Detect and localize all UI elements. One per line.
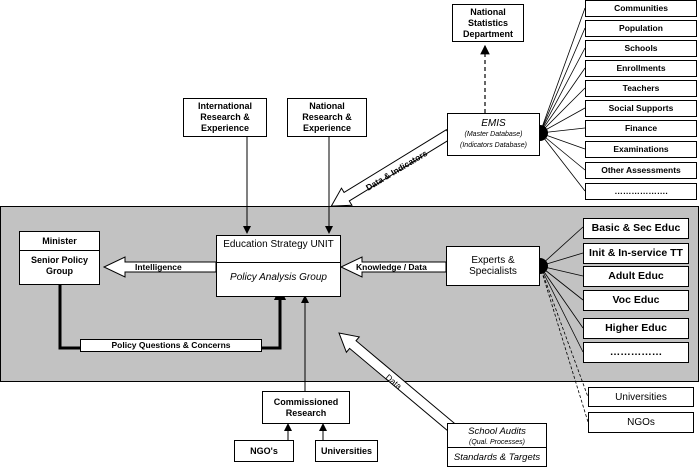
school-audits-title: School Audits — [468, 426, 526, 437]
list-item: …………… — [583, 342, 689, 363]
list-item-label: Social Supports — [608, 103, 674, 113]
list-item-label: Other Assessments — [601, 165, 681, 175]
universities-box-label: Universities — [320, 445, 373, 456]
list-item-label: Population — [619, 23, 663, 33]
list-item: ………………. — [585, 183, 697, 200]
universities-box: Universities — [315, 440, 378, 462]
experts-fan-lines — [539, 226, 584, 353]
list-item-label: ………………. — [614, 186, 668, 196]
ngo-box-label: NGO's — [250, 445, 278, 456]
emis-line1: (Master Database) — [464, 131, 523, 138]
policy-questions-label: Policy Questions & Concerns — [111, 340, 231, 350]
universities-right-label: Universities — [615, 391, 667, 403]
list-item: Basic & Sec Educ — [583, 218, 689, 239]
list-item-label: Examinations — [613, 144, 669, 154]
list-item-label: Higher Educ — [605, 322, 667, 334]
list-item-label: Voc Educ — [612, 294, 660, 306]
national-statistics-label: National Statistics Department — [462, 6, 513, 39]
national-research-box: National Research & Experience — [287, 98, 367, 137]
list-item: Communities — [585, 0, 697, 17]
list-item: Enrollments — [585, 60, 697, 77]
ngo-box: NGO's — [234, 440, 294, 462]
list-item: Social Supports — [585, 100, 697, 117]
experts-dashed-lines — [539, 265, 589, 423]
school-audits-subtitle: (Qual. Processes) — [468, 439, 526, 446]
emis-fan-cap — [540, 125, 548, 141]
emis-title: EMIS — [481, 118, 506, 129]
list-item-label: …………… — [609, 346, 663, 358]
list-item: Teachers — [585, 80, 697, 97]
minister-subtitle: Senior Policy Group — [30, 255, 89, 276]
list-item: Adult Educ — [583, 266, 689, 287]
school-audits-box: School Audits (Qual. Processes) Standard… — [447, 423, 547, 467]
esu-subtitle: Policy Analysis Group — [230, 272, 327, 283]
intelligence-label: Intelligence — [135, 262, 182, 272]
commissioned-research-label: Commissioned Research — [273, 396, 339, 418]
national-research-label: National Research & Experience — [302, 101, 352, 133]
list-item-label: Finance — [624, 123, 658, 133]
minister-box: Minister Senior Policy Group — [19, 231, 100, 285]
list-item: Examinations — [585, 141, 697, 158]
list-item-label: Basic & Sec Educ — [591, 222, 681, 234]
list-item: Init & In-service TT — [583, 243, 689, 264]
esu-box: Education Strategy UNIT Policy Analysis … — [216, 235, 341, 297]
data-indicators-arrow — [330, 129, 453, 207]
list-item-label: Init & In-service TT — [589, 247, 683, 259]
esu-title: Education Strategy UNIT — [217, 236, 340, 263]
list-item: Higher Educ — [583, 318, 689, 339]
list-item: Schools — [585, 40, 697, 57]
list-item: Finance — [585, 120, 697, 137]
list-item: Voc Educ — [583, 290, 689, 311]
emis-box: EMIS (Master Database) (Indicators Datab… — [447, 113, 540, 156]
emis-line2: (Indicators Database) — [460, 142, 527, 149]
data-arrow — [338, 332, 461, 437]
emis-fan-lines — [539, 7, 586, 192]
knowledge-label: Knowledge / Data — [356, 262, 427, 272]
list-item-label: Enrollments — [616, 63, 666, 73]
minister-title: Minister — [20, 232, 99, 251]
list-item-label: Schools — [624, 43, 658, 53]
list-item-label: Communities — [614, 3, 668, 13]
policy-panel — [0, 206, 699, 382]
experts-label: Experts & Specialists — [469, 255, 517, 277]
knowledge-arrow — [339, 256, 447, 278]
school-audits-footer: Standards & Targets — [453, 452, 541, 463]
list-item-label: Adult Educ — [608, 270, 664, 282]
ngos-right-box: NGOs — [588, 412, 694, 433]
intelligence-arrow — [102, 256, 217, 278]
experts-fan-cap — [540, 258, 548, 274]
international-research-box: International Research & Experience — [183, 98, 267, 137]
national-statistics-box: National Statistics Department — [452, 4, 524, 42]
ngos-right-label: NGOs — [627, 417, 655, 428]
international-research-label: International Research & Experience — [197, 101, 252, 133]
policy-questions-box: Policy Questions & Concerns — [80, 339, 262, 352]
list-item: Population — [585, 20, 697, 37]
universities-right-box: Universities — [588, 387, 694, 407]
experts-box: Experts & Specialists — [446, 246, 540, 286]
list-item-label: Teachers — [622, 83, 660, 93]
commissioned-research-box: Commissioned Research — [262, 391, 350, 424]
list-item: Other Assessments — [585, 162, 697, 179]
